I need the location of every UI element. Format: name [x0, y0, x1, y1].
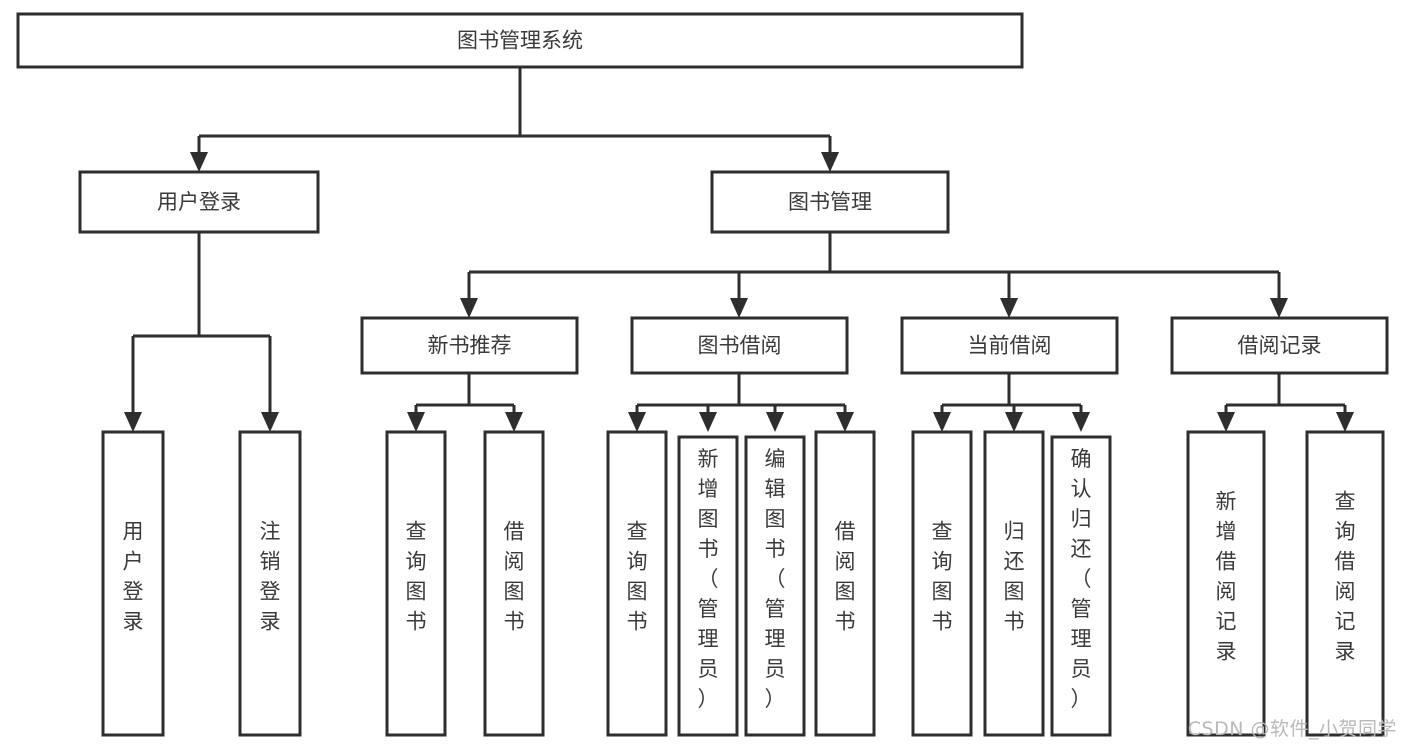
- node-box-leaf-add-record: [1186, 430, 1266, 737]
- connector-bus-root: [190, 67, 839, 172]
- node-label-leaf-user-login: 用户登录: [123, 520, 144, 634]
- node-box-leaf-edit-book: [744, 435, 806, 737]
- connector-bus-book-borrow: [628, 373, 854, 432]
- node-label-leaf-borrow-book-2: 借阅图书: [835, 520, 856, 634]
- node-label-book-manage: 图书管理: [788, 190, 872, 214]
- node-box-leaf-query-book-1: [385, 430, 447, 737]
- node-leaf-return-book[interactable]: 归还图书: [983, 430, 1045, 737]
- node-box-new-book-rec: [360, 316, 579, 375]
- node-root[interactable]: 图书管理系统: [16, 12, 1024, 69]
- node-box-leaf-query-book-3: [911, 430, 973, 737]
- node-leaf-query-book-2[interactable]: 查询图书: [606, 430, 668, 737]
- node-label-new-book-rec: 新书推荐: [428, 334, 512, 358]
- node-label-leaf-borrow-book-1: 借阅图书: [504, 520, 525, 634]
- node-box-leaf-return-book: [983, 430, 1045, 737]
- node-label-user-login: 用户登录: [157, 190, 241, 214]
- node-book-manage[interactable]: 图书管理: [710, 170, 950, 234]
- node-box-leaf-user-login: [101, 430, 165, 737]
- node-box-leaf-query-book-2: [606, 430, 668, 737]
- node-leaf-add-record[interactable]: 新增借阅记录: [1186, 430, 1266, 737]
- node-box-user-login: [78, 170, 320, 234]
- node-leaf-query-book-3[interactable]: 查询图书: [911, 430, 973, 737]
- node-label-leaf-return-book: 归还图书: [1004, 520, 1025, 634]
- node-leaf-add-book[interactable]: 新增图书（管理员）: [677, 435, 739, 737]
- node-box-book-manage: [710, 170, 950, 234]
- node-label-leaf-add-book: 新增图书（管理员）: [698, 447, 719, 711]
- node-new-book-rec[interactable]: 新书推荐: [360, 316, 579, 375]
- node-leaf-borrow-book-1[interactable]: 借阅图书: [483, 430, 545, 737]
- connector-bus-borrow-record: [1217, 373, 1354, 432]
- node-leaf-edit-book[interactable]: 编辑图书（管理员）: [744, 435, 806, 737]
- node-leaf-borrow-book-2[interactable]: 借阅图书: [814, 430, 876, 737]
- node-label-current-borrow: 当前借阅: [968, 334, 1052, 358]
- node-label-leaf-query-record: 查询借阅记录: [1335, 490, 1356, 664]
- node-user-login[interactable]: 用户登录: [78, 170, 320, 234]
- node-box-borrow-record: [1170, 316, 1389, 375]
- node-label-borrow-record: 借阅记录: [1238, 334, 1322, 358]
- node-box-leaf-borrow-book-2: [814, 430, 876, 737]
- node-label-leaf-query-book-2: 查询图书: [627, 520, 648, 634]
- node-box-leaf-logout: [238, 430, 302, 737]
- node-leaf-confirm-return[interactable]: 确认归还（管理员）: [1050, 435, 1112, 737]
- node-label-root: 图书管理系统: [457, 29, 583, 53]
- node-box-book-borrow: [630, 316, 849, 375]
- node-current-borrow[interactable]: 当前借阅: [900, 316, 1119, 375]
- connector-bus-book-manage: [460, 232, 1288, 318]
- connector-bus-current-borrow: [933, 373, 1090, 432]
- node-leaf-query-record[interactable]: 查询借阅记录: [1305, 430, 1385, 737]
- node-box-leaf-confirm-return: [1050, 435, 1112, 737]
- connectors-layer: [124, 67, 1354, 432]
- node-box-root: [16, 12, 1024, 69]
- node-borrow-record[interactable]: 借阅记录: [1170, 316, 1389, 375]
- node-box-leaf-add-book: [677, 435, 739, 737]
- node-label-leaf-confirm-return: 确认归还（管理员）: [1071, 447, 1092, 711]
- node-label-leaf-edit-book: 编辑图书（管理员）: [765, 447, 786, 711]
- node-leaf-user-login[interactable]: 用户登录: [101, 430, 165, 737]
- node-leaf-query-book-1[interactable]: 查询图书: [385, 430, 447, 737]
- node-label-leaf-add-record: 新增借阅记录: [1216, 490, 1237, 664]
- node-label-leaf-logout: 注销登录: [260, 520, 281, 634]
- connector-bus-user-login: [124, 232, 279, 432]
- nodes-layer: 图书管理系统用户登录图书管理新书推荐图书借阅当前借阅借阅记录用户登录注销登录查询…: [16, 12, 1389, 737]
- connector-bus-new-book-rec: [407, 373, 523, 432]
- node-box-current-borrow: [900, 316, 1119, 375]
- node-label-leaf-query-book-1: 查询图书: [406, 520, 427, 634]
- node-leaf-logout[interactable]: 注销登录: [238, 430, 302, 737]
- node-box-leaf-query-record: [1305, 430, 1385, 737]
- node-label-leaf-query-book-3: 查询图书: [932, 520, 953, 634]
- node-book-borrow[interactable]: 图书借阅: [630, 316, 849, 375]
- node-box-leaf-borrow-book-1: [483, 430, 545, 737]
- node-label-book-borrow: 图书借阅: [698, 334, 782, 358]
